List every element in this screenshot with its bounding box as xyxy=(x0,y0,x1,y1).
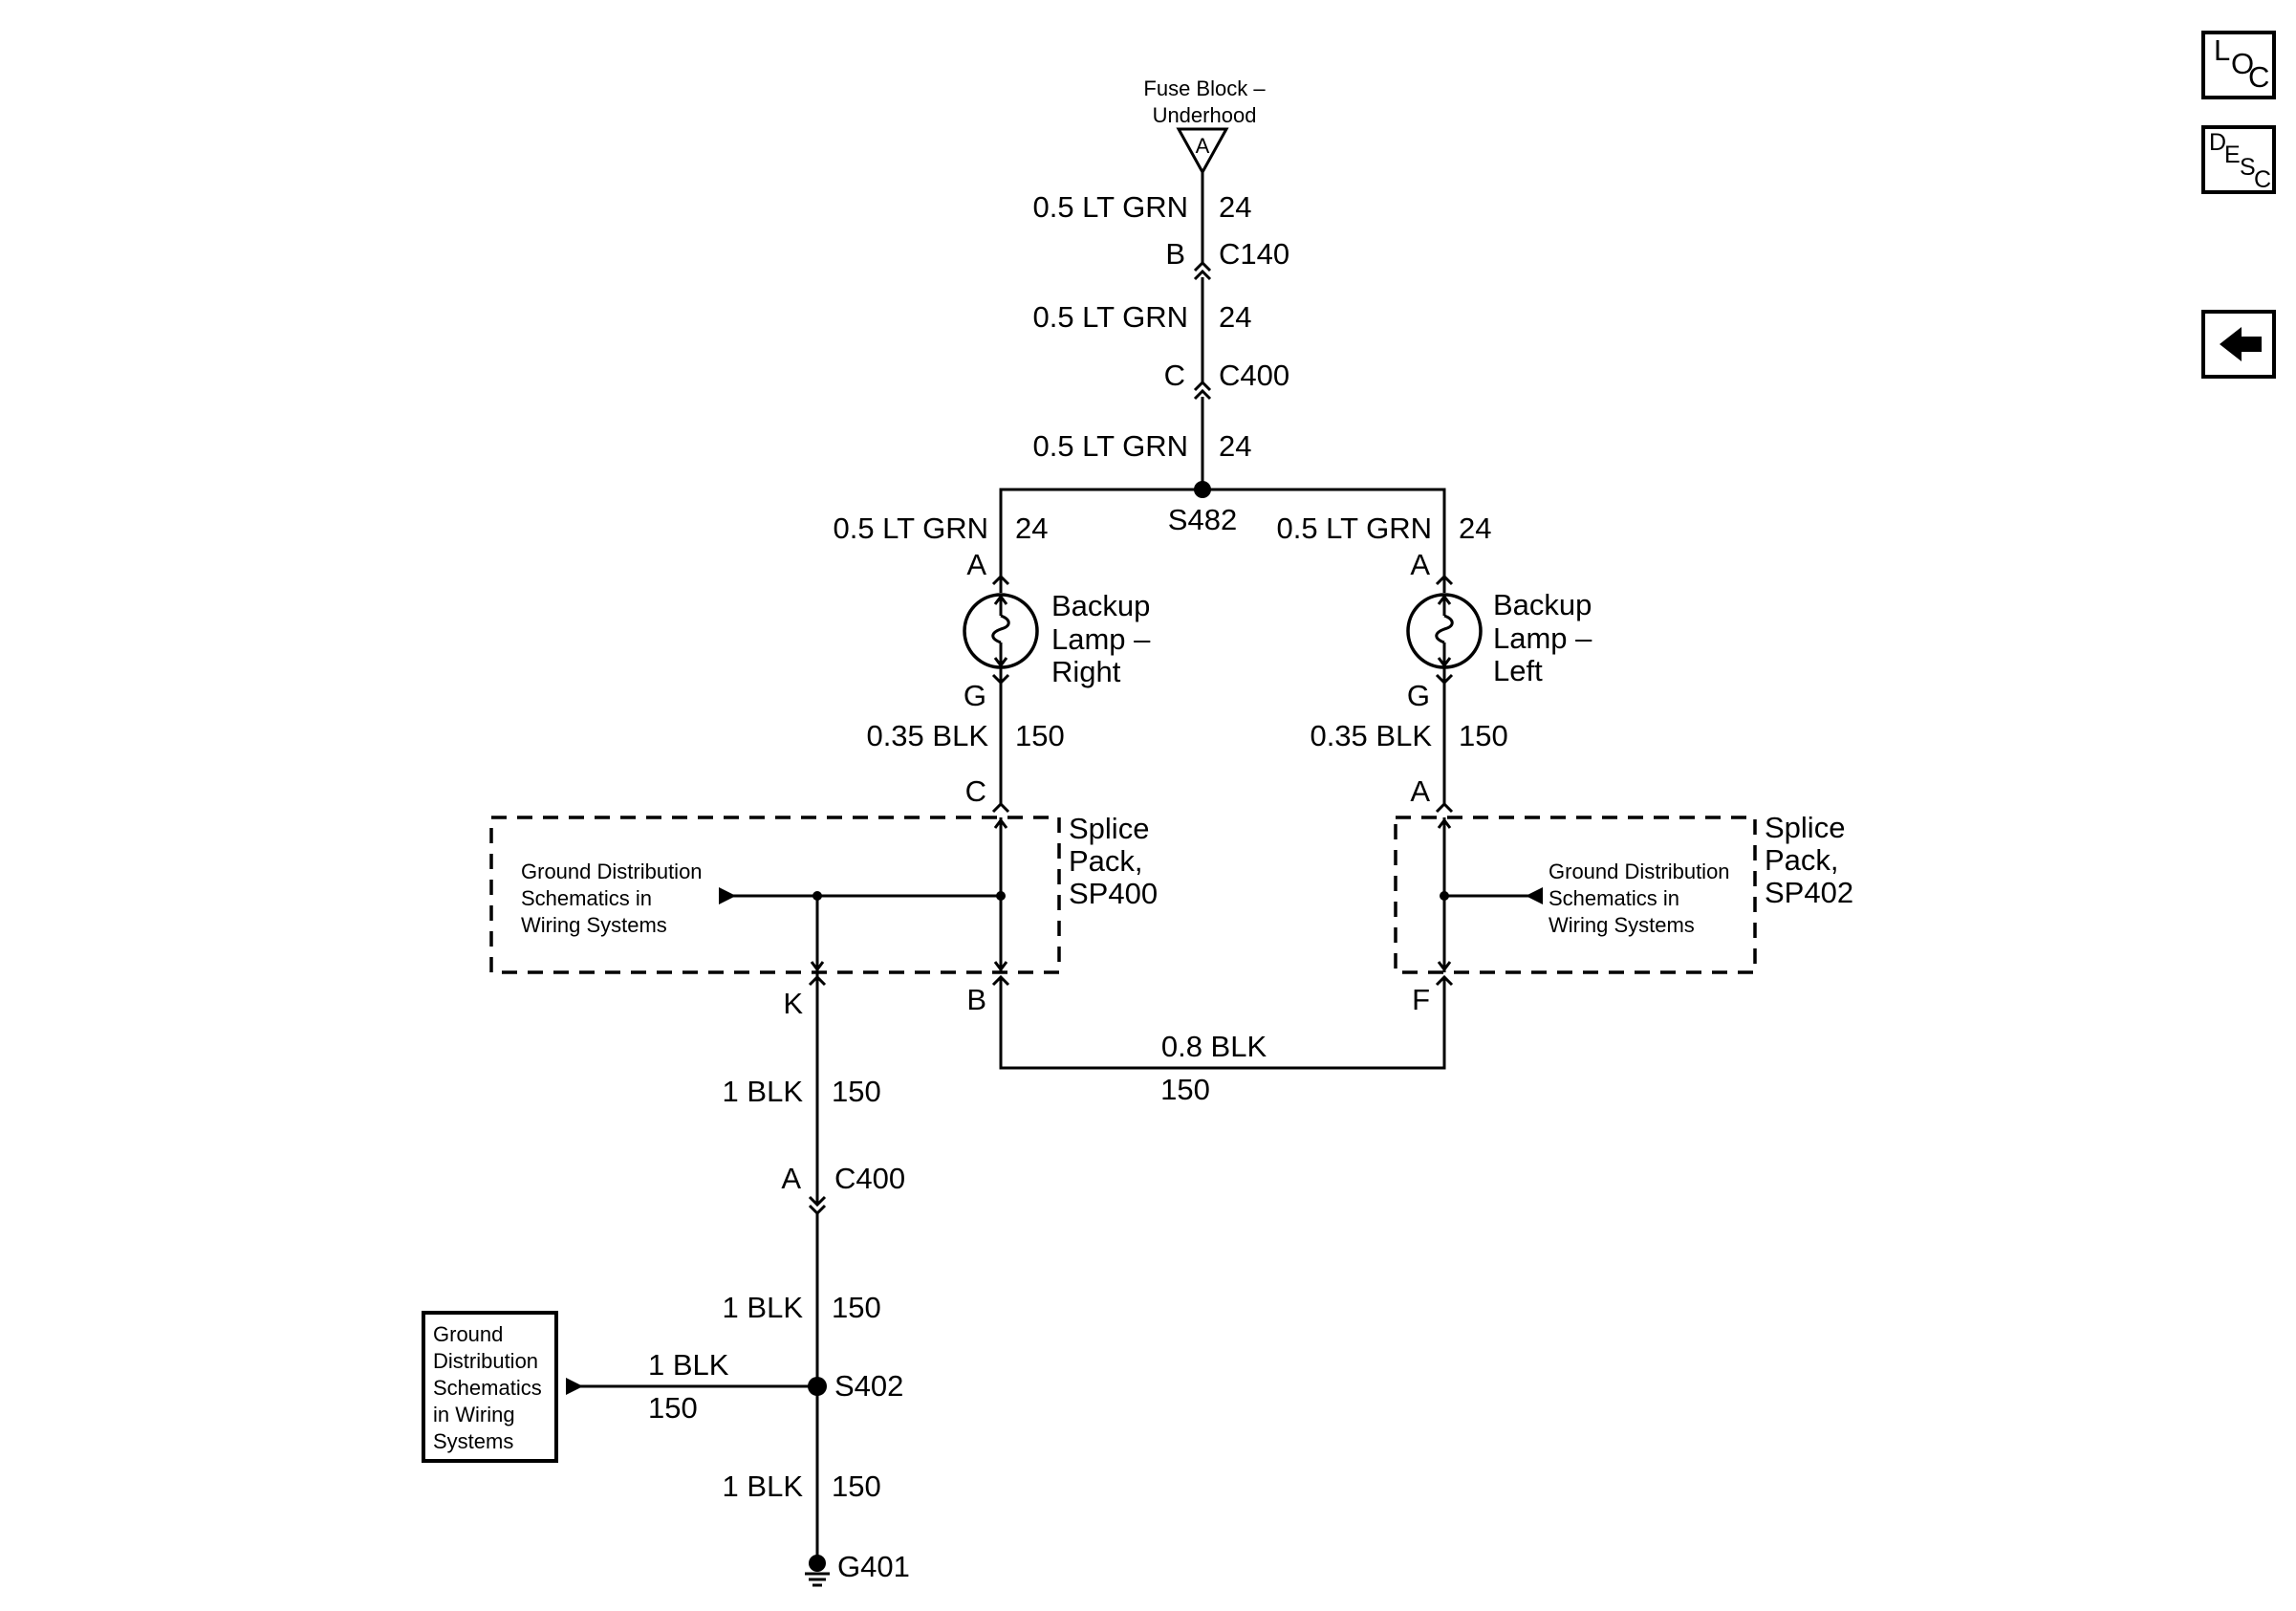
sp400-pin-c: C xyxy=(965,774,986,808)
ground-ref-3: Schematics xyxy=(433,1376,542,1400)
fuse-terminal-label: A xyxy=(1196,134,1210,158)
sp402-name-1: Splice xyxy=(1765,811,1845,844)
splice-s402-label: S402 xyxy=(834,1369,903,1403)
sp400-pin-b: B xyxy=(966,983,986,1016)
right-lamp-pin-g: G xyxy=(964,679,986,712)
left-lamp-name-2: Lamp – xyxy=(1493,621,1592,655)
c140-name: C140 xyxy=(1219,237,1289,271)
sp402-name-3: SP402 xyxy=(1765,876,1853,909)
sp402-pin-a-mark xyxy=(1435,801,1454,814)
lamp-feed-bus xyxy=(999,488,1446,577)
crossover-wire xyxy=(999,977,1446,1070)
fuse-block-label-1: Fuse Block – xyxy=(1143,76,1266,100)
sp400-ref-3: Wiring Systems xyxy=(521,913,667,937)
feed-wire-3-spec: 0.5 LT GRN xyxy=(1032,429,1188,463)
loc-letter-o: O xyxy=(2231,47,2254,80)
loc-letter-l: L xyxy=(2214,33,2230,67)
s402-branch-spec: 1 BLK xyxy=(648,1348,729,1382)
left-lamp-name-1: Backup xyxy=(1493,588,1592,621)
sp400-box xyxy=(489,816,1061,974)
sp402-name-2: Pack, xyxy=(1765,843,1839,877)
right-lamp-in-circuit: 24 xyxy=(1015,512,1048,545)
right-lamp-pin-a: A xyxy=(966,548,986,581)
feed-wire-3-circuit: 24 xyxy=(1219,429,1251,463)
left-lamp-out-spec: 0.35 BLK xyxy=(1310,719,1432,752)
s402-branch-circuit: 150 xyxy=(648,1391,698,1425)
feed-wire-2-circuit: 24 xyxy=(1219,300,1251,334)
connector-c140 xyxy=(1193,260,1212,281)
desc-letter-s: S xyxy=(2240,154,2256,181)
left-lamp-out-circuit: 150 xyxy=(1459,719,1508,752)
sp400-pin-k-mark xyxy=(808,974,827,987)
right-lamp-name-3: Right xyxy=(1051,655,1121,688)
c400-top-name: C400 xyxy=(1219,359,1289,392)
splice-s482-dot xyxy=(1194,481,1211,498)
sp400-pin-c-mark xyxy=(991,801,1010,814)
ground-wire-1-circuit: 150 xyxy=(832,1075,881,1108)
sp402-pin-f: F xyxy=(1412,983,1430,1016)
ground-wire-2-circuit: 150 xyxy=(832,1291,881,1324)
sp402-ref-3: Wiring Systems xyxy=(1549,913,1695,937)
sp400-internal-wiring xyxy=(719,817,1008,972)
back-button[interactable] xyxy=(2201,310,2276,379)
sp402-internal-wiring xyxy=(1437,817,1543,972)
feed-wire-1-circuit: 24 xyxy=(1219,190,1251,224)
ground-wire-3-spec: 1 BLK xyxy=(723,1469,804,1503)
sp400-ref-1: Ground Distribution xyxy=(521,860,703,883)
ground-icon xyxy=(805,1555,830,1587)
sp400-name-2: Pack, xyxy=(1069,844,1143,878)
c140-pin: B xyxy=(1165,237,1185,271)
sp402-ref-2: Schematics in xyxy=(1549,886,1679,910)
loc-button[interactable]: L O C xyxy=(2201,31,2276,99)
c400-bottom-pin: A xyxy=(781,1162,801,1195)
ground-ref-1: Ground xyxy=(433,1322,503,1346)
connector-c400-top xyxy=(1193,380,1212,401)
right-lamp-out-spec: 0.35 BLK xyxy=(866,719,988,752)
sp400-name-1: Splice xyxy=(1069,812,1149,845)
sp400-pin-k: K xyxy=(783,987,803,1020)
crossover-spec: 0.8 BLK xyxy=(1161,1030,1267,1063)
sp402-ref-1: Ground Distribution xyxy=(1549,860,1730,883)
right-lamp-name-2: Lamp – xyxy=(1051,622,1151,656)
left-lamp-pin-g-mark xyxy=(1435,673,1454,686)
feed-wire-1-spec: 0.5 LT GRN xyxy=(1032,190,1188,224)
fuse-block-label-2: Underhood xyxy=(1153,103,1257,127)
left-lamp-pin-a: A xyxy=(1410,548,1430,581)
fuse-block-terminal: A xyxy=(1176,127,1229,176)
c400-top-pin: C xyxy=(1164,359,1185,392)
ground-wire-3-circuit: 150 xyxy=(832,1469,881,1503)
splice-s482-label: S482 xyxy=(1168,503,1237,536)
ground-ref-2: Distribution xyxy=(433,1349,538,1373)
left-lamp-in-spec: 0.5 LT GRN xyxy=(1276,512,1432,545)
crossover-circuit: 150 xyxy=(1160,1073,1210,1106)
left-lamp-pin-g: G xyxy=(1407,679,1430,712)
ground-wire-2-spec: 1 BLK xyxy=(723,1291,804,1324)
desc-letter-c: C xyxy=(2254,166,2271,193)
right-lamp-in-spec: 0.5 LT GRN xyxy=(833,512,988,545)
desc-button[interactable]: D E S C xyxy=(2201,125,2276,194)
left-arrow-icon xyxy=(2220,327,2262,361)
desc-letter-e: E xyxy=(2224,142,2241,168)
s402-branch-arrow xyxy=(566,1378,583,1395)
sp402-pin-a: A xyxy=(1410,774,1430,808)
left-lamp-in-circuit: 24 xyxy=(1459,512,1491,545)
ground-ref-box[interactable]: Ground Distribution Schematics in Wiring… xyxy=(422,1311,558,1463)
right-lamp-out-circuit: 150 xyxy=(1015,719,1065,752)
sp400-ref-2: Schematics in xyxy=(521,886,652,910)
ground-g401-label: G401 xyxy=(837,1550,910,1583)
feed-wire-2-spec: 0.5 LT GRN xyxy=(1032,300,1188,334)
c400-bottom-name: C400 xyxy=(834,1162,905,1195)
bulb-icon-right xyxy=(963,593,1039,669)
right-lamp-pin-g-mark xyxy=(991,673,1010,686)
left-lamp-name-3: Left xyxy=(1493,654,1543,687)
ground-ref-5: Systems xyxy=(433,1429,513,1453)
loc-letter-c: C xyxy=(2248,60,2269,94)
right-lamp-name-1: Backup xyxy=(1051,589,1150,622)
ground-ref-4: in Wiring xyxy=(433,1403,515,1426)
bulb-icon-left xyxy=(1406,593,1483,669)
desc-letter-d: D xyxy=(2209,129,2226,156)
ground-wire-1-spec: 1 BLK xyxy=(723,1075,804,1108)
sp400-name-3: SP400 xyxy=(1069,877,1158,910)
